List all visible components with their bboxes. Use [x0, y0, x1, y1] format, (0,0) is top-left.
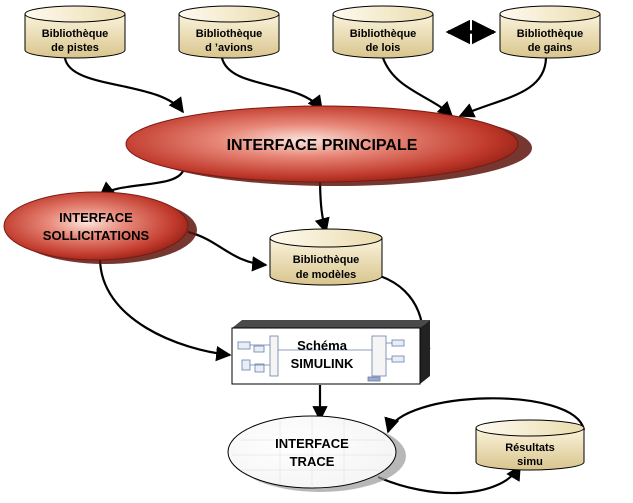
trace-grid: [232, 417, 392, 488]
arrow-sollicitations-to-modeles: [187, 230, 268, 272]
simulink-line1: Schéma: [297, 338, 348, 353]
library-gains: Bibliothèque de gains: [499, 5, 601, 59]
simulink-blocks: [237, 335, 405, 382]
interface-sollicitations-line2: SOLLICITATIONS: [43, 228, 150, 243]
library-resultats: Résultats simu: [475, 419, 585, 471]
arrow-avions-to-principale: [220, 57, 323, 112]
interface-sollicitations-line1: INTERFACE: [59, 210, 133, 225]
library-modeles: Bibliothèque de modèles: [269, 228, 383, 286]
library-pistes-line1: Bibliothèque: [42, 28, 109, 40]
arrow-pistes-to-principale: [63, 57, 184, 114]
library-pistes-line2: de pistes: [51, 42, 99, 54]
arrow-lois-to-principale: [381, 57, 454, 118]
simulink-schema: Schéma SIMULINK: [231, 320, 430, 385]
library-lois-line2: de lois: [366, 42, 401, 54]
library-lois-line1: Bibliothèque: [350, 28, 417, 40]
library-avions-line1: Bibliothèque: [196, 28, 263, 40]
interface-trace: INTERFACE TRACE: [227, 415, 406, 492]
library-gains-line2: de gains: [528, 42, 573, 54]
library-modeles-line1: Bibliothèque: [293, 254, 360, 266]
arrow-trace-to-resultats: [377, 464, 521, 495]
arrow-gains-to-principale: [458, 57, 548, 118]
arrow-sollicitations-to-simulink: [98, 257, 232, 362]
interface-principale-label: INTERFACE PRINCIPALE: [227, 137, 418, 154]
library-lois: Bibliothèque de lois: [332, 5, 434, 59]
library-avions: Bibliothèque d ’avions: [178, 5, 280, 59]
arrow-principale-to-sollicitations: [98, 167, 186, 197]
arrow-resultats-to-trace: [384, 397, 586, 434]
interface-trace-line2: TRACE: [290, 454, 335, 469]
library-modeles-line2: de modèles: [296, 269, 357, 281]
library-gains-line1: Bibliothèque: [517, 28, 584, 40]
interface-principale: INTERFACE PRINCIPALE: [125, 105, 532, 186]
library-avions-line2: d ’avions: [205, 42, 253, 54]
simulink-line2: SIMULINK: [291, 356, 354, 371]
library-pistes: Bibliothèque de pistes: [24, 5, 126, 59]
library-resultats-line1: Résultats: [505, 442, 555, 454]
interface-sollicitations: INTERFACE SOLLICITATIONS: [3, 191, 197, 264]
interface-trace-line1: INTERFACE: [275, 436, 349, 451]
library-resultats-line2: simu: [517, 456, 543, 468]
